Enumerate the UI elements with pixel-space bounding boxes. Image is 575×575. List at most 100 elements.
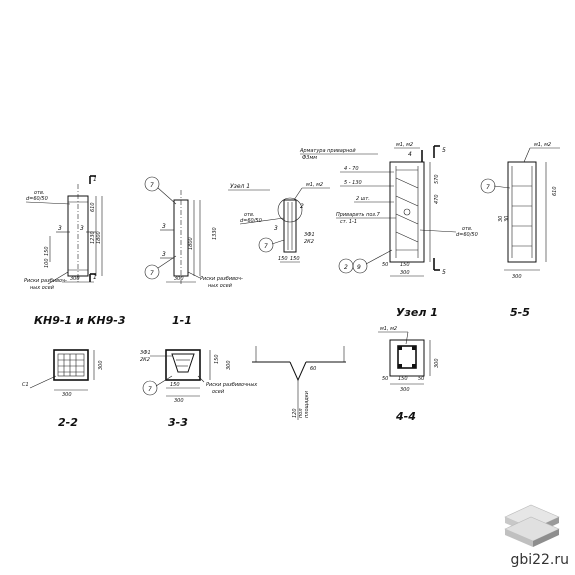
view-mid-detail: 60 120 пол площадки bbox=[252, 346, 346, 420]
m1m2-label: м1, м2 bbox=[380, 326, 397, 332]
dim-1230: 1230 bbox=[90, 231, 96, 244]
dim-300-h: 300 bbox=[400, 387, 410, 393]
node1-left: Узел 1 м1, м2 2 отв. d=60/50 3 7 3Ф1 2К2… bbox=[228, 182, 330, 263]
label-c1: С1 bbox=[22, 382, 29, 388]
dim-100: 100 bbox=[44, 258, 50, 268]
note-line-b: ных осей bbox=[30, 285, 55, 291]
note-platform: площадки bbox=[304, 390, 310, 418]
position-3a: 3 bbox=[162, 223, 166, 230]
row-5-130: 5 - 130 bbox=[344, 180, 362, 186]
dim-300: 300 bbox=[400, 270, 410, 276]
dim-610: 610 bbox=[90, 202, 96, 212]
dim-50a: 50 bbox=[382, 376, 388, 382]
dim-300-v: 300 bbox=[434, 358, 440, 368]
note-line-b: ных осей bbox=[208, 283, 233, 289]
dim-300-v: 300 bbox=[226, 360, 232, 370]
title-4-4: 4-4 bbox=[395, 410, 416, 423]
view-kn9: 1 1 отв. d=60/50 3 3 610 1230 1800 150 1… bbox=[24, 175, 126, 327]
marker-1-bottom: 1 bbox=[93, 274, 97, 281]
marker-1-top: 1 bbox=[93, 176, 97, 183]
svg-text:7: 7 bbox=[150, 270, 154, 277]
dim-300-h: 300 bbox=[174, 398, 184, 404]
title-node1-left: Узел 1 bbox=[230, 183, 250, 190]
stacked-slabs-icon bbox=[504, 504, 560, 547]
dim-50: 50 bbox=[382, 262, 388, 268]
node1-right: Арматура приварной Ф3мм м1, м2 4 5 5 4 -… bbox=[299, 142, 478, 277]
position-3: 3 bbox=[274, 225, 278, 232]
dim-150: 150 bbox=[44, 246, 50, 256]
weld-label-2: ст. 1-1 bbox=[340, 219, 357, 225]
title-3-3: 3-3 bbox=[168, 416, 188, 429]
note-floor: пол bbox=[298, 408, 304, 418]
note-line-b: осей bbox=[212, 389, 225, 395]
svg-text:9: 9 bbox=[357, 264, 361, 271]
label-3f1: 3Ф1 bbox=[140, 350, 151, 356]
weld-label: Приварить поз.7 bbox=[336, 212, 381, 218]
dim-150: 150 bbox=[400, 262, 410, 268]
view-1-1: 7 7 3 3 1800 1330 300 Риски разбивоч- ны… bbox=[144, 176, 243, 327]
dim-570: 570 bbox=[434, 174, 440, 184]
circle-9 bbox=[352, 258, 368, 274]
dim-300-v: 300 bbox=[98, 360, 104, 370]
title-2-2: 2-2 bbox=[58, 416, 78, 429]
hole-diameter: d=60/50 bbox=[456, 232, 478, 238]
dim-30a: 30 bbox=[498, 216, 504, 222]
dim-470: 470 bbox=[434, 194, 440, 204]
dim-150b: 150 bbox=[290, 256, 300, 262]
view-3-3: 3Ф1 2К2 7 150 300 150 300 Риски разбивоч… bbox=[140, 349, 257, 429]
title-1-1: 1-1 bbox=[172, 314, 192, 327]
view-4-4: м1, м2 300 50 150 50 300 4-4 bbox=[378, 326, 440, 423]
armature-dim: Ф3мм bbox=[302, 155, 317, 161]
circle-7 bbox=[258, 237, 274, 253]
title-kn9: КН9-1 и КН9-3 bbox=[34, 314, 126, 327]
dim-150b: 150 bbox=[170, 382, 180, 388]
watermark-text[interactable]: gbi22.ru bbox=[510, 552, 569, 568]
m1m2-label: м1, м2 bbox=[306, 182, 323, 188]
marker-5: 5 bbox=[442, 147, 446, 154]
view-5-5: м1, м2 7 610 30 30 300 5-5 bbox=[480, 142, 560, 319]
circle-7a bbox=[144, 176, 160, 192]
dim-610: 610 bbox=[552, 186, 558, 196]
svg-text:7: 7 bbox=[148, 386, 152, 393]
dim-50b: 50 bbox=[418, 376, 424, 382]
dim-300: 300 bbox=[512, 274, 522, 280]
hole-diameter: d=60/50 bbox=[26, 196, 48, 202]
hole-label: отв. bbox=[462, 226, 473, 232]
label-3f1: 3Ф1 bbox=[304, 232, 315, 238]
m1m2-label: м1, м2 bbox=[534, 142, 551, 148]
dim-1330: 1330 bbox=[212, 227, 218, 240]
row-2sht: 2 шт. bbox=[356, 196, 370, 202]
hole-label: отв. bbox=[244, 212, 255, 218]
marker-4: 4 bbox=[408, 151, 412, 158]
svg-text:7: 7 bbox=[486, 184, 490, 191]
title-node1-right: Узел 1 bbox=[396, 306, 438, 319]
position-3a: 3 bbox=[58, 225, 62, 232]
circle-7 bbox=[142, 380, 158, 396]
position-3b: 3 bbox=[80, 225, 84, 232]
row-4-70: 4 - 70 bbox=[344, 166, 359, 172]
dim-150a: 150 bbox=[278, 256, 288, 262]
dim-300-h: 300 bbox=[62, 392, 72, 398]
note-line-a: Риски разбивоч- bbox=[200, 276, 243, 282]
hole-diameter: d=60/50 bbox=[240, 218, 262, 224]
label-2k2: 2К2 bbox=[140, 357, 150, 363]
svg-text:7: 7 bbox=[264, 243, 268, 250]
title-5-5: 5-5 bbox=[510, 306, 530, 319]
svg-text:5: 5 bbox=[442, 269, 446, 276]
dim-300: 300 bbox=[174, 276, 184, 282]
m1m2-label: м1, м2 bbox=[396, 142, 413, 148]
svg-text:2: 2 bbox=[344, 264, 348, 271]
dim-30b: 30 bbox=[504, 216, 510, 222]
note-line-a: Риски разбивочных bbox=[206, 382, 257, 388]
dim-300: 300 bbox=[70, 276, 80, 282]
armature-label: Арматура приварной bbox=[299, 148, 356, 154]
position-3b: 3 bbox=[162, 251, 166, 258]
dim-150: 150 bbox=[398, 376, 408, 382]
svg-text:7: 7 bbox=[150, 182, 154, 189]
dim-1800: 1800 bbox=[188, 237, 194, 250]
hole-label: отв. bbox=[34, 190, 45, 196]
dim-60: 60 bbox=[310, 366, 316, 372]
circle-7b bbox=[144, 264, 160, 280]
view-2-2: 300 300 С1 2-2 bbox=[22, 349, 104, 429]
